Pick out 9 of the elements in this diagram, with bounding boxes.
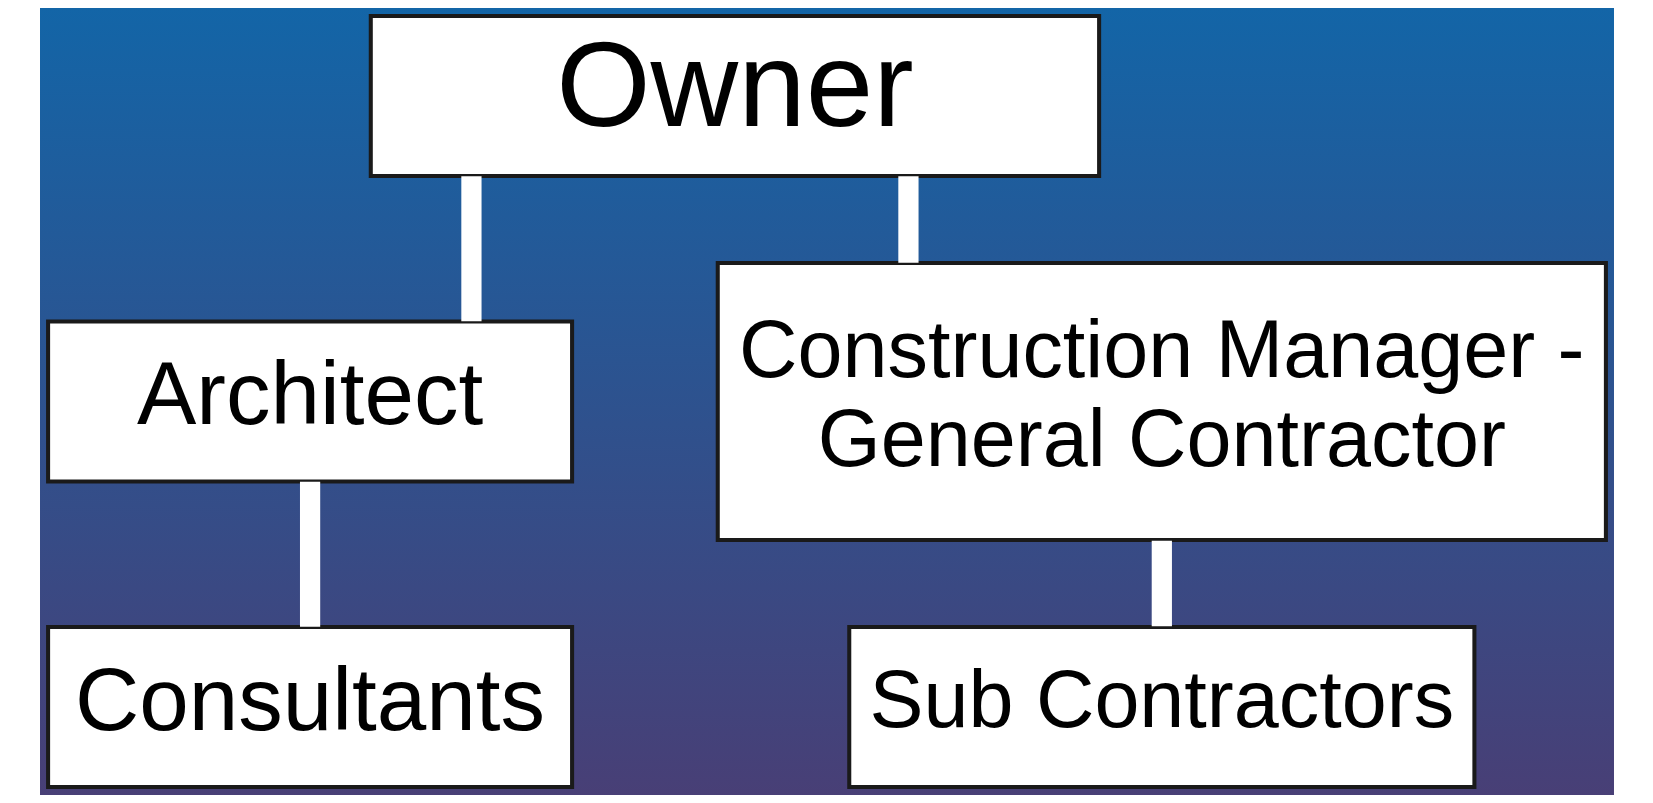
node-box: Architect	[45, 319, 574, 484]
connector	[1151, 540, 1172, 627]
connector	[460, 176, 482, 322]
connector	[897, 176, 919, 263]
connector	[299, 481, 320, 627]
node-box: Sub Contractors	[846, 625, 1476, 789]
node-box: Consultants	[45, 625, 574, 789]
node-box: Construction Manager - General Contractor	[715, 260, 1608, 543]
node-box: Owner	[368, 14, 1101, 178]
